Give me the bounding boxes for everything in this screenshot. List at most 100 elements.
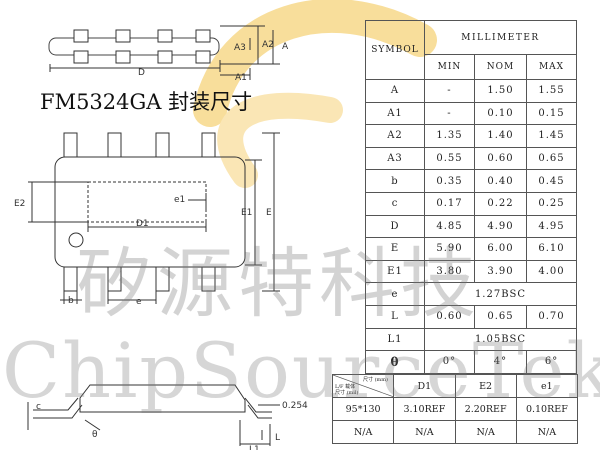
row-max: 0.45 — [526, 169, 577, 193]
pad-cell: 3.10REF — [393, 397, 456, 421]
dim-label-e1: E1 — [241, 208, 252, 218]
row-symbol: b — [365, 169, 425, 193]
row-min: - — [424, 79, 475, 103]
diagonal-line — [333, 375, 394, 397]
row-symbol: c — [365, 191, 425, 216]
dim-label-a: A — [282, 42, 289, 52]
dim-label-e1-pad: e1 — [174, 195, 185, 205]
row-span-value: 1.27BSC — [424, 282, 577, 306]
dim-label-l1: L1 — [249, 445, 260, 450]
row-min: 0.60 — [424, 304, 475, 329]
row-symbol: θ — [365, 350, 425, 374]
pad-header-d1: D1 — [393, 374, 456, 398]
row-max: 0.65 — [526, 146, 577, 171]
pad-header-e2: E2 — [454, 374, 517, 398]
row-nom: 0.22 — [473, 191, 528, 216]
dim-label-a2: A2 — [262, 40, 274, 50]
symbol-header: SYMBOL — [365, 20, 425, 80]
row-min: 0° — [424, 350, 475, 374]
pad-cell: 0.10REF — [515, 397, 579, 421]
row-symbol: A1 — [365, 101, 425, 126]
table-row: 95*130 3.10REF 2.20REF 0.10REF — [331, 397, 579, 421]
pad-corner-cell: 尺寸 (mm) L/F 载体 尺寸 (mil) — [331, 374, 395, 398]
dim-label-d: D — [138, 68, 145, 78]
dim-label-l: L — [275, 433, 280, 443]
side-view-bottom — [27, 384, 280, 446]
dim-label-b: b — [68, 296, 74, 306]
row-span-value: 1.05BSC — [424, 327, 577, 352]
nom-header: NOM — [473, 54, 528, 80]
dim-label-gauge: 0.254 — [282, 401, 308, 411]
row-symbol: e — [365, 282, 425, 306]
row-min: 5.90 — [424, 237, 475, 261]
row-symbol: A3 — [365, 146, 425, 171]
min-header: MIN — [424, 54, 475, 80]
unit-header: MILLIMETER — [424, 20, 577, 55]
row-min: 0.17 — [424, 191, 475, 216]
row-symbol: A — [365, 79, 425, 103]
row-min: 0.35 — [424, 169, 475, 193]
dim-label-c: c — [36, 402, 41, 412]
page-title: FM5324GA 封装尺寸 — [40, 90, 253, 114]
max-header: MAX — [526, 54, 577, 80]
dim-label-e: E — [266, 208, 272, 218]
pad-header-e1: e1 — [515, 374, 579, 398]
row-max: 6.10 — [526, 237, 577, 261]
pad-cell: N/A — [515, 420, 579, 444]
side-view-top — [48, 25, 280, 80]
row-max: 1.45 — [526, 124, 577, 148]
dim-label-a1: A1 — [235, 73, 247, 83]
row-symbol: E — [365, 237, 425, 261]
row-nom: 0.40 — [473, 169, 528, 193]
top-view — [28, 132, 280, 304]
row-min: 0.55 — [424, 146, 475, 171]
dim-label-a3: A3 — [234, 43, 246, 53]
row-max: 0.70 — [526, 304, 577, 329]
dim-label-pitch: e — [136, 297, 142, 307]
row-nom: 3.90 — [473, 259, 528, 284]
row-nom: 1.50 — [473, 79, 528, 103]
corner-bottom-label-1: L/F 载体 — [335, 384, 356, 390]
dim-label-d1: D1 — [136, 219, 149, 229]
table-row: N/A N/A N/A N/A — [331, 420, 579, 444]
corner-bottom-label-2: 尺寸 (mil) — [335, 390, 359, 396]
row-max: 4.00 — [526, 259, 577, 284]
row-max: 4.95 — [526, 214, 577, 239]
row-symbol: E1 — [365, 259, 425, 284]
row-symbol: A2 — [365, 124, 425, 148]
row-max: 0.25 — [526, 191, 577, 216]
pad-cell: N/A — [393, 420, 456, 444]
row-max: 6° — [526, 350, 577, 374]
dim-label-theta: θ — [92, 430, 98, 440]
row-nom: 4° — [473, 350, 528, 374]
row-nom: 4.90 — [473, 214, 528, 239]
row-symbol: D — [365, 214, 425, 239]
pad-cell: N/A — [454, 420, 517, 444]
pad-table: 尺寸 (mm) L/F 载体 尺寸 (mil) D1 E2 e1 95*130 … — [331, 374, 579, 444]
row-min: 1.35 — [424, 124, 475, 148]
row-nom: 1.40 — [473, 124, 528, 148]
corner-top-label: 尺寸 (mm) — [363, 377, 388, 383]
pad-cell: 2.20REF — [454, 397, 517, 421]
dim-label-e2: E2 — [14, 199, 25, 209]
row-min: - — [424, 101, 475, 126]
row-symbol: L — [365, 304, 425, 329]
row-min: 3.80 — [424, 259, 475, 284]
row-nom: 0.10 — [473, 101, 528, 126]
row-nom: 6.00 — [473, 237, 528, 261]
row-nom: 0.60 — [473, 146, 528, 171]
row-max: 0.15 — [526, 101, 577, 126]
